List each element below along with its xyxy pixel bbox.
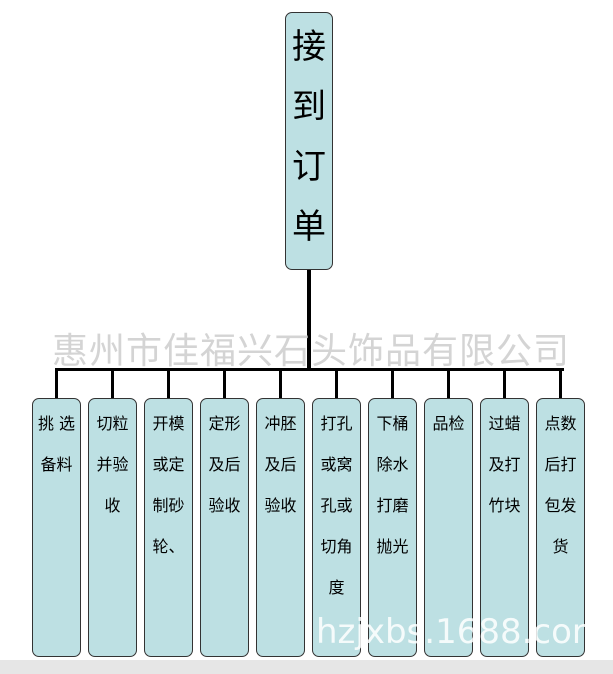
step-text-line: 度 xyxy=(328,578,345,597)
root-text-line: 接 xyxy=(292,27,326,67)
connector-drop xyxy=(559,369,562,399)
step-text-line: 冲胚 xyxy=(264,414,297,433)
step-text-line: 轮、 xyxy=(152,537,185,556)
step-text-line: 验收 xyxy=(208,496,241,515)
step-text-line: 定形 xyxy=(208,414,241,433)
process-step-9: 过蜡及打竹块 xyxy=(480,398,529,657)
step-text-line: 备料 xyxy=(40,455,73,474)
step-text-line: 切粒 xyxy=(96,414,129,433)
step-text-line: 下桶 xyxy=(376,414,409,433)
process-step-3: 开模或定制砂轮、 xyxy=(144,398,193,657)
process-step-7: 下桶除水打磨抛光 xyxy=(368,398,417,657)
connector-drop xyxy=(279,369,282,399)
connector-vertical xyxy=(307,270,311,370)
step-text-line: 品检 xyxy=(432,414,465,433)
step-text-line: 抛光 xyxy=(376,537,409,556)
bottom-bar xyxy=(0,660,613,674)
step-text-line: 及打 xyxy=(488,455,521,474)
process-step-10: 点数后打包发货 xyxy=(536,398,585,657)
step-text-line: 或窝 xyxy=(320,455,353,474)
root-text-line: 单 xyxy=(292,207,326,247)
step-text-line: 开模 xyxy=(152,414,185,433)
process-step-4: 定形及后验收 xyxy=(200,398,249,657)
step-text-line: 打磨 xyxy=(376,496,409,515)
step-text-line: 验收 xyxy=(264,496,297,515)
step-text-line: 孔或 xyxy=(320,496,353,515)
step-text-line: 制砂 xyxy=(152,496,185,515)
connector-horizontal xyxy=(55,368,564,371)
connector-drop xyxy=(223,369,226,399)
step-text-line: 点数 xyxy=(544,414,577,433)
connector-drop xyxy=(111,369,114,399)
step-text-line: 包发 xyxy=(544,496,577,515)
step-text-line: 及后 xyxy=(208,455,241,474)
step-text-line: 后打 xyxy=(544,455,577,474)
connector-drop xyxy=(335,369,338,399)
root-text-line: 订 xyxy=(292,147,326,187)
step-text-line: 并验 xyxy=(96,455,129,474)
process-step-8: 品检 xyxy=(424,398,473,657)
step-text-line: 除水 xyxy=(376,455,409,474)
connector-drop xyxy=(447,369,450,399)
step-text-line: 切角 xyxy=(320,537,353,556)
root-node: 接到订单 xyxy=(285,12,333,270)
step-text-line: 收 xyxy=(104,496,121,515)
process-step-6: 打孔或窝孔或切角度 xyxy=(312,398,361,657)
process-step-5: 冲胚及后验收 xyxy=(256,398,305,657)
step-text-line: 竹块 xyxy=(488,496,521,515)
connector-drop xyxy=(55,369,58,399)
step-text-line: 及后 xyxy=(264,455,297,474)
step-text-line: 过蜡 xyxy=(488,414,521,433)
watermark-company: 惠州市佳福兴石头饰品有限公司 xyxy=(52,331,571,372)
watermark-url: hzjxbs.1688.com xyxy=(316,612,606,652)
root-text-line: 到 xyxy=(292,87,326,127)
process-step-1: 挑 选备料 xyxy=(32,398,81,657)
connector-drop xyxy=(503,369,506,399)
step-text-line: 打孔 xyxy=(320,414,353,433)
process-step-2: 切粒并验收 xyxy=(88,398,137,657)
step-text-line: 货 xyxy=(552,537,569,556)
connector-drop xyxy=(167,369,170,399)
step-text-line: 或定 xyxy=(152,455,185,474)
step-text-line: 挑 选 xyxy=(37,414,76,433)
connector-drop xyxy=(391,369,394,399)
